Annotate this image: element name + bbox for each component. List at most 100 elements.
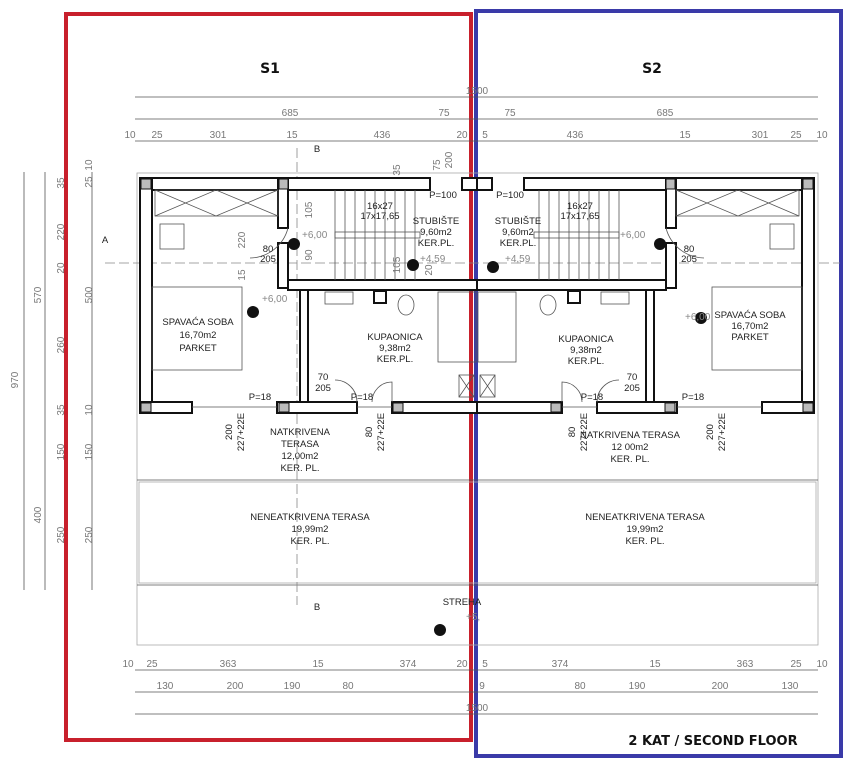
dimension-label: 130 <box>157 681 174 692</box>
unit-s1-label: S1 <box>260 61 280 77</box>
unit-s2-frame[interactable] <box>474 9 843 758</box>
room-label-s1-covered-terrace: NATKRIVENA <box>270 427 331 438</box>
room-label-s2-bedroom: PARKET <box>731 332 769 343</box>
stair-steps-s1: 16x27 <box>367 201 393 212</box>
room-label-s2-covered-terrace: KER. PL. <box>610 454 649 465</box>
stair-steps-s2: 16x27 <box>567 201 593 212</box>
dimension-label: 20 <box>424 264 435 276</box>
room-label-s2-stairs: STUBIŠTE <box>495 216 541 227</box>
dimension-label: 500 <box>84 286 95 303</box>
dimension-label: 15 <box>679 130 691 141</box>
room-label-s2-open-terrace: KER. PL. <box>625 536 664 547</box>
opening-label: P=18 <box>351 392 373 403</box>
dimension-label: 75 <box>438 108 450 119</box>
dimension-label: 363 <box>220 659 237 670</box>
unit-s1-frame[interactable] <box>64 12 473 742</box>
section-mark-b-top: B <box>314 144 320 155</box>
level-value: +6,00 <box>685 312 711 323</box>
room-label-s2-open-terrace: 19,99m2 <box>627 524 664 535</box>
opening-label: P=18 <box>581 392 603 403</box>
dimension-label: 20 <box>56 262 67 274</box>
dimension-label: 20 <box>456 659 468 670</box>
dimension-label: 250 <box>56 526 67 543</box>
room-label-s2-covered-terrace: 12 00m2 <box>612 442 649 453</box>
opening-label: 80 <box>263 244 274 255</box>
dimension-label: 25 <box>146 659 158 670</box>
room-label-s2-bathroom: KUPAONICA <box>558 334 614 345</box>
dimension-label: 5 <box>482 130 488 141</box>
dimension-label: 15 <box>312 659 324 670</box>
room-label-s2-covered-terrace: NATKRIVENA TERASA <box>580 430 681 441</box>
section-mark-b-bottom: B <box>314 602 320 613</box>
room-label-s1-bathroom: KER.PL. <box>377 354 413 365</box>
dimension-label: 5 <box>482 659 488 670</box>
dimension-label: 200 <box>712 681 729 692</box>
dimension-label: 25 <box>790 130 802 141</box>
opening-label: 70 <box>318 372 329 383</box>
dimension-label: 436 <box>567 130 584 141</box>
dimension-label: 35 <box>56 177 67 189</box>
dimension-label: 20 <box>456 130 468 141</box>
opening-label: P=18 <box>249 392 271 403</box>
opening-label: 80 <box>684 244 695 255</box>
dimension-label: 105 <box>304 201 315 218</box>
dimension-label: 301 <box>752 130 769 141</box>
dimension-lines <box>23 96 818 715</box>
dimension-label: 105 <box>392 256 403 273</box>
dimension-label: 150 <box>84 443 95 460</box>
dimension-label: 80 <box>342 681 354 692</box>
dimension-label: 374 <box>552 659 569 670</box>
dimension-label: 400 <box>33 506 44 523</box>
window-label: 227+22E <box>579 413 590 451</box>
dimension-label: 35 <box>56 404 67 416</box>
opening-label: 205 <box>681 254 697 265</box>
dimension-label: 10 <box>84 404 95 416</box>
dimension-label: 25 <box>790 659 802 670</box>
dimension-label: 15 <box>649 659 661 670</box>
dimension-label: 1500 <box>466 86 489 97</box>
dimension-label: 685 <box>282 108 299 119</box>
window-label: 227+22E <box>717 413 728 451</box>
dimension-label: 200 <box>444 151 455 168</box>
level-markers <box>247 238 707 636</box>
opening-label: P=100 <box>429 190 457 201</box>
unit-s2-walls <box>476 177 815 414</box>
unit-s1-walls <box>139 177 478 414</box>
dimension-label: 150 <box>56 443 67 460</box>
dimension-label: 15 <box>286 130 298 141</box>
opening-label: 205 <box>315 383 331 394</box>
dimension-label: 10 <box>816 659 828 670</box>
level-value: +6,00 <box>620 230 646 241</box>
dimension-label: 15 <box>237 269 248 281</box>
window-label: 80 <box>567 427 578 438</box>
section-mark-a: A <box>102 235 109 246</box>
room-label-s2-stairs: 9,60m2 <box>502 227 534 238</box>
level-value: +6,00 <box>262 294 288 305</box>
dimension-label: 9 <box>479 681 485 692</box>
stair-steps-s2: 17x17,65 <box>560 211 599 222</box>
room-label-s1-stairs: STUBIŠTE <box>413 216 459 227</box>
dimension-label: 190 <box>284 681 301 692</box>
dimension-label: 130 <box>782 681 799 692</box>
room-label-s1-open-terrace: KER. PL. <box>290 536 329 547</box>
dimension-label: 301 <box>210 130 227 141</box>
dimension-label: 436 <box>374 130 391 141</box>
dimension-label: 10 <box>84 159 95 171</box>
roof-label: STREHA <box>443 597 482 608</box>
opening-label: 70 <box>627 372 638 383</box>
dimension-label: 90 <box>304 249 315 261</box>
stair-steps-s1: 17x17,65 <box>360 211 399 222</box>
dimension-label: 25 <box>151 130 163 141</box>
dimension-label: 190 <box>629 681 646 692</box>
room-label-s2-open-terrace: NENEATKRIVENA TERASA <box>585 512 705 523</box>
room-label-s1-covered-terrace: 12,00m2 <box>282 451 319 462</box>
room-label-s1-bathroom: KUPAONICA <box>367 332 423 343</box>
dimension-label: 75 <box>432 159 443 171</box>
opening-label: P=18 <box>682 392 704 403</box>
window-label: 200 <box>224 424 235 440</box>
dimension-label: 1500 <box>466 703 489 714</box>
room-label-s1-bedroom: 16,70m2 <box>180 330 217 341</box>
dimension-label: 10 <box>816 130 828 141</box>
dimension-label: 200 <box>227 681 244 692</box>
